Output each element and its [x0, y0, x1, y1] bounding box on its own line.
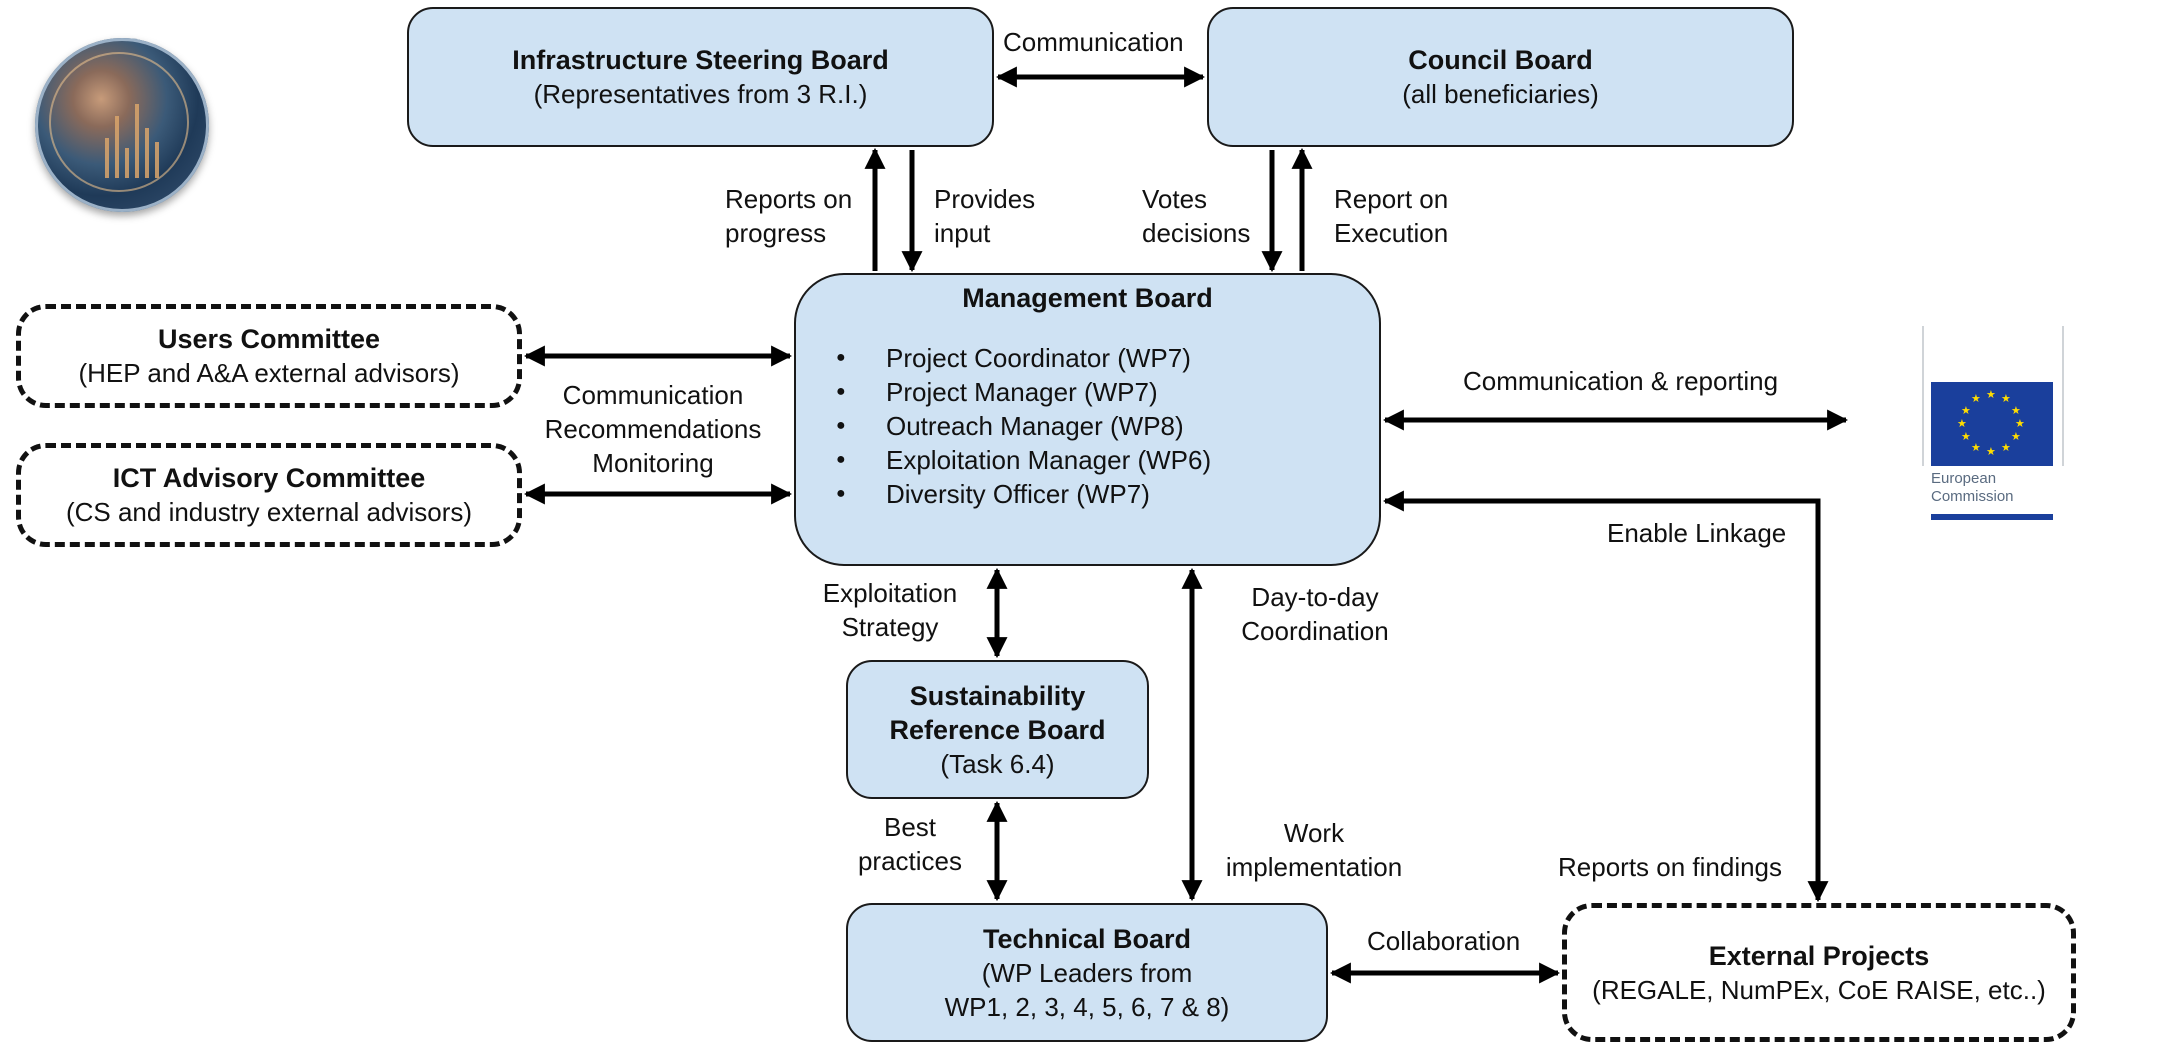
- mb-role-list: Project Coordinator (WP7) Project Manage…: [796, 341, 1379, 511]
- mb-role-item: Exploitation Manager (WP6): [796, 443, 1379, 477]
- council-board: Council Board (all beneficiaries): [1207, 7, 1794, 147]
- srb-title-line1: Sustainability: [909, 680, 1086, 711]
- tech-subtitle-line2: WP1, 2, 3, 4, 5, 6, 7 & 8): [944, 991, 1230, 1022]
- tech-title: Technical Board: [982, 923, 1192, 954]
- mb-role-item: Project Manager (WP7): [796, 375, 1379, 409]
- mb-title: Management Board: [962, 283, 1213, 313]
- council-subtitle: (all beneficiaries): [1402, 79, 1599, 109]
- label-communication-reporting: Communication & reporting: [1463, 366, 1779, 396]
- project-logo: [35, 38, 209, 212]
- logo-ring: [49, 52, 189, 192]
- eu-flag-icon: ★ ★ ★ ★ ★ ★ ★ ★ ★ ★ ★ ★: [1931, 382, 2053, 466]
- label-communication-top: Communication: [1003, 27, 1184, 57]
- external-projects: External Projects (REGALE, NumPEx, CoE R…: [1562, 903, 2076, 1042]
- mb-role-item: Diversity Officer (WP7): [796, 477, 1379, 511]
- arrow-enable-linkage: [1382, 490, 1829, 903]
- label-collaboration: Collaboration: [1367, 926, 1521, 956]
- ict-advisory-committee: ICT Advisory Committee (CS and industry …: [16, 443, 522, 547]
- mb-role-item: Outreach Manager (WP8): [796, 409, 1379, 443]
- users-committee: Users Committee (HEP and A&A external ad…: [16, 304, 522, 408]
- label-reports-findings: Reports on findings: [1558, 852, 1783, 882]
- council-title: Council Board: [1408, 45, 1593, 75]
- srb-title-line2: Reference Board: [889, 714, 1106, 745]
- ext-title: External Projects: [1708, 940, 1930, 971]
- sustainability-reference-board: Sustainability Reference Board (Task 6.4…: [846, 660, 1149, 799]
- ext-subtitle: (REGALE, NumPEx, CoE RAISE, etc..): [1592, 974, 2046, 1005]
- infrastructure-steering-board: Infrastructure Steering Board (Represent…: [407, 7, 994, 147]
- tech-subtitle-line1: (WP Leaders from: [981, 957, 1193, 988]
- ict-title: ICT Advisory Committee: [112, 463, 426, 493]
- european-commission-logo: ★ ★ ★ ★ ★ ★ ★ ★ ★ ★ ★ ★ European Commiss…: [1852, 256, 2173, 586]
- management-board: Management Board Project Coordinator (WP…: [794, 273, 1381, 566]
- ict-subtitle: (CS and industry external advisors): [65, 497, 473, 527]
- technical-board: Technical Board (WP Leaders from WP1, 2,…: [846, 903, 1328, 1042]
- ec-logo-text: European Commission: [1931, 470, 2014, 505]
- users-subtitle: (HEP and A&A external advisors): [78, 358, 460, 388]
- mb-role-item: Project Coordinator (WP7): [796, 341, 1379, 375]
- ec-logo-underline: [1931, 514, 2053, 520]
- users-title: Users Committee: [157, 324, 381, 354]
- isb-title: Infrastructure Steering Board: [512, 45, 889, 75]
- isb-subtitle: (Representatives from 3 R.I.): [533, 79, 868, 109]
- srb-subtitle: (Task 6.4): [940, 748, 1055, 779]
- label-enable-linkage: Enable Linkage: [1607, 518, 1787, 548]
